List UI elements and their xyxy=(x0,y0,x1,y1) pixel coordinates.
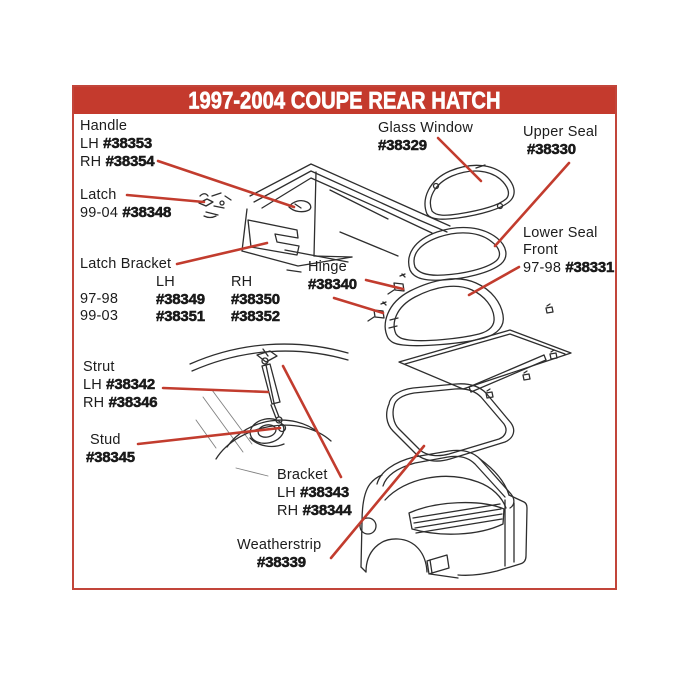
latch-bracket-title: Latch Bracket xyxy=(80,256,172,272)
upper-seal-drawing xyxy=(408,226,507,281)
part-number: #38346 xyxy=(108,394,158,412)
leader-hinge-lower xyxy=(332,296,385,315)
leader-bracket xyxy=(281,364,343,479)
leader-upper-seal xyxy=(493,161,571,248)
leader-glass-window xyxy=(436,136,483,183)
upper-seal-title: Upper Seal xyxy=(523,124,598,140)
lower-seal-title: Lower Seal xyxy=(523,225,598,241)
hatch-interior-drawing xyxy=(198,163,451,273)
glass-window-title: Glass Window xyxy=(378,120,474,136)
label-bracket: Bracket LH #38343 RH #38344 xyxy=(277,467,352,520)
leader-latch-bracket xyxy=(175,241,269,266)
leader-stud xyxy=(136,426,282,446)
lower-seal-title2: Front xyxy=(523,242,558,258)
leader-lines xyxy=(125,136,571,560)
shelf-and-seal-strip-drawing xyxy=(398,303,572,399)
label-latch: Latch 99-04 #38348 xyxy=(80,187,172,222)
part-number: #38350 xyxy=(231,291,281,309)
label-lower-seal: Lower Seal Front 97-98 #38331 xyxy=(523,225,615,277)
lower-seal-ring-drawing xyxy=(384,278,504,347)
weatherstrip-title: Weatherstrip xyxy=(237,537,322,553)
label-strut: Strut LH #38342 RH #38346 xyxy=(83,359,158,412)
row-year: 99-03 xyxy=(80,308,119,324)
part-number: #38352 xyxy=(231,308,281,326)
part-number: #38348 xyxy=(122,204,172,222)
part-number: #38343 xyxy=(300,484,350,502)
car-body-drawing xyxy=(359,449,528,579)
label-weatherstrip: Weatherstrip #38339 xyxy=(237,537,321,571)
label-latch-bracket: Latch Bracket LH RH 97-98 #38349 #38350 … xyxy=(80,256,306,325)
col-header-rh: RH xyxy=(231,274,253,290)
leader-lower-seal xyxy=(467,265,521,297)
title-banner: 1997-2004 COUPE REAR HATCH xyxy=(74,86,615,114)
label-hinge: Hinge #38340 xyxy=(308,259,358,294)
handle-title: Handle xyxy=(80,118,128,134)
page-title: 1997-2004 COUPE REAR HATCH xyxy=(188,86,501,114)
weatherstrip-drawing xyxy=(386,383,515,462)
latch-title: Latch xyxy=(80,187,117,203)
leader-strut xyxy=(161,386,270,394)
label-upper-seal: Upper Seal #38330 xyxy=(523,124,598,158)
glass-window-drawing xyxy=(424,164,515,220)
label-glass-window: Glass Window #38329 xyxy=(378,120,473,154)
strut-assembly-drawing xyxy=(189,343,349,477)
latch-bracket-table: LH RH 97-98 #38349 #38350 99-03 #38351 #… xyxy=(80,274,306,325)
part-number: #38329 xyxy=(378,137,428,155)
part-number: #38331 xyxy=(565,259,615,277)
part-number: #38349 xyxy=(156,291,206,309)
hinge-title: Hinge xyxy=(308,259,347,275)
diagram-frame: 1997-2004 COUPE REAR HATCH xyxy=(72,85,617,590)
part-number: #38345 xyxy=(86,449,136,467)
leader-handle xyxy=(156,159,296,209)
part-number: #38354 xyxy=(105,153,155,171)
part-number: #38342 xyxy=(106,376,156,394)
row-year: 97-98 xyxy=(80,291,119,307)
part-number: #38353 xyxy=(103,135,153,153)
part-number: #38339 xyxy=(257,554,307,572)
part-number: #38344 xyxy=(302,502,352,520)
label-stud: Stud #38345 xyxy=(86,432,136,467)
strut-title: Strut xyxy=(83,359,115,375)
leader-latch xyxy=(125,193,206,204)
part-number: #38330 xyxy=(527,141,577,159)
leader-hinge-upper xyxy=(364,278,405,291)
bracket-title: Bracket xyxy=(277,467,328,483)
part-number: #38340 xyxy=(308,276,358,294)
label-handle: Handle LH #38353 RH #38354 xyxy=(80,118,155,171)
stud-title: Stud xyxy=(90,432,121,448)
leader-weatherstrip xyxy=(329,444,426,560)
col-header-lh: LH xyxy=(156,274,175,290)
part-number: #38351 xyxy=(156,308,206,326)
